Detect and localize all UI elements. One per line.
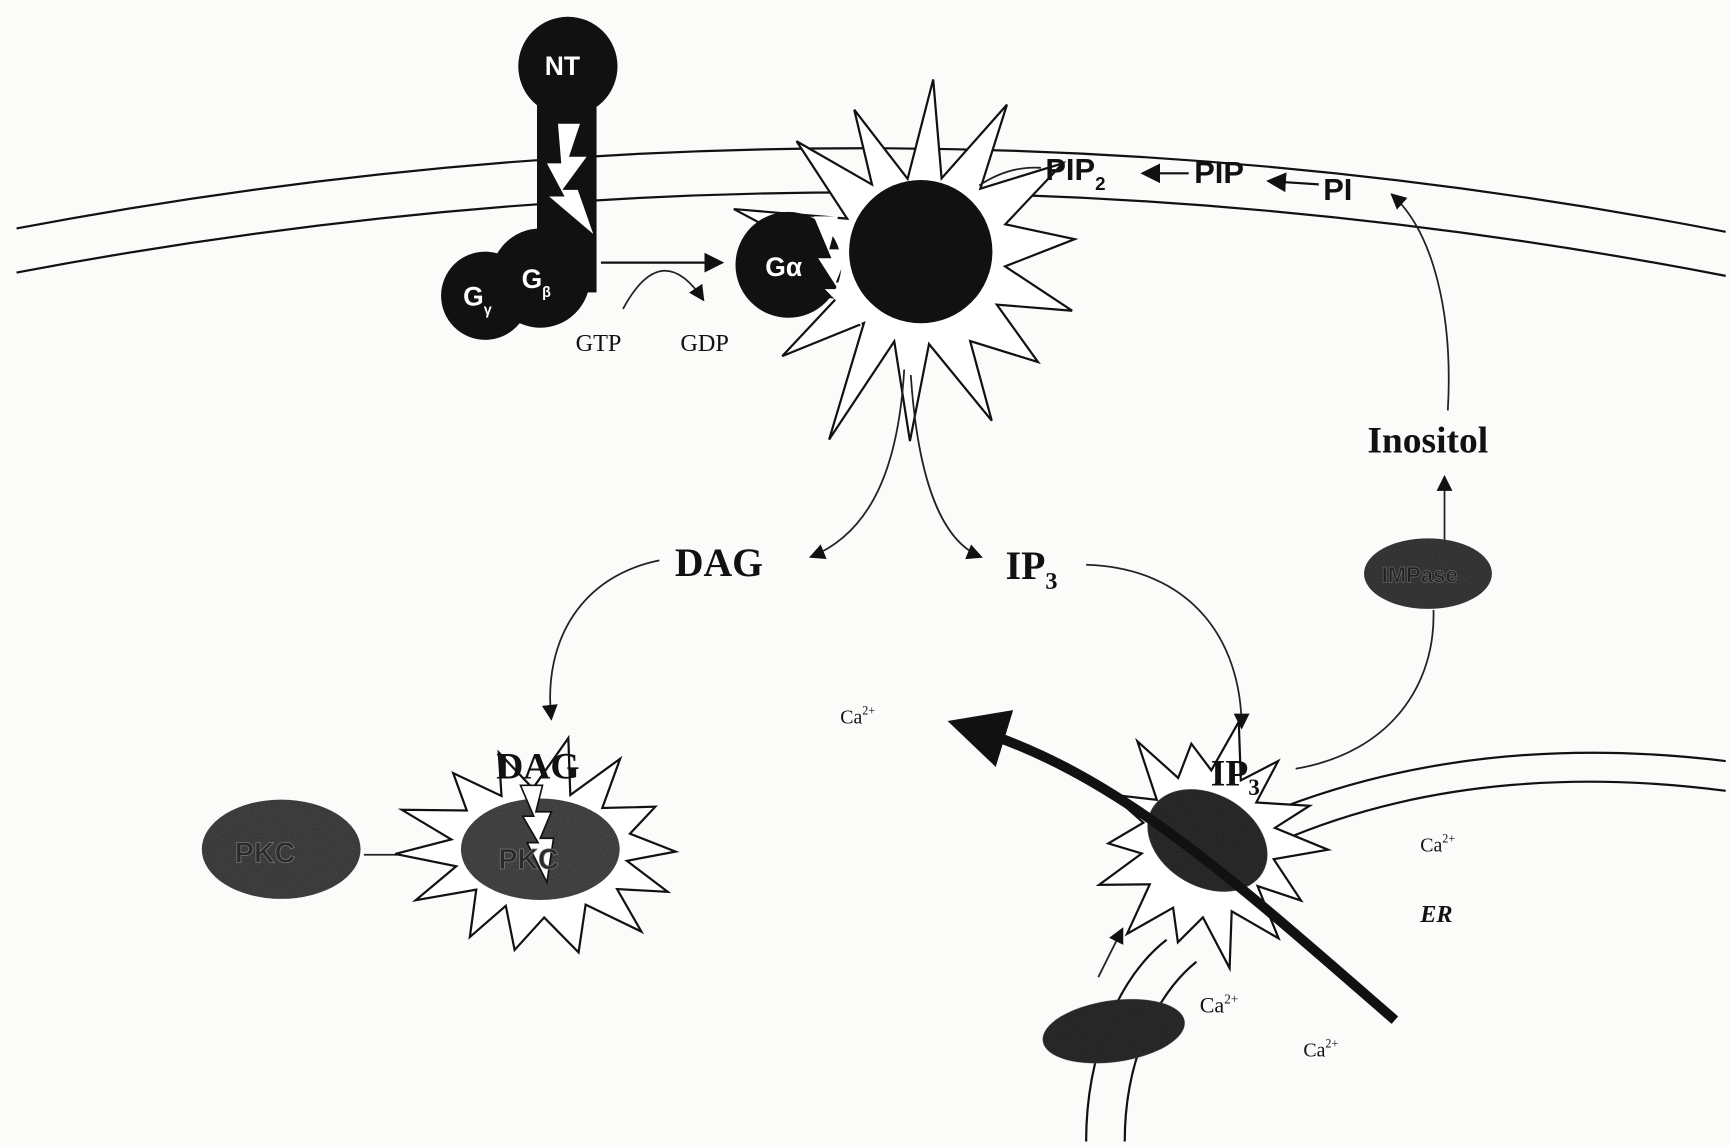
receptor: NT Gγ Gβ <box>441 17 617 340</box>
calcium-label-cytosol: Ca2+ <box>840 704 875 729</box>
ip3-to-impase-link <box>1296 610 1434 769</box>
pip2-label: PIP2 <box>1045 152 1105 194</box>
pkc-active-label: PKC <box>498 844 559 876</box>
calcium-entry-arrow <box>1098 929 1122 978</box>
calcium-channel <box>1038 991 1189 1072</box>
calcium-label-lower: Ca2+ <box>1200 992 1239 1018</box>
impase-label: IMPase <box>1382 562 1458 587</box>
ip3-label: IP3 <box>1006 544 1058 595</box>
plc-to-ip3-arrow <box>911 375 982 557</box>
inositol-label: Inositol <box>1367 420 1488 461</box>
ip3-to-er-arrow <box>1086 565 1241 728</box>
er-ip3-label: IP3 <box>1211 753 1260 801</box>
pkc-inactive-label: PKC <box>235 838 296 870</box>
dag-label: DAG <box>675 541 763 585</box>
plc-enzyme <box>849 180 992 323</box>
g-alpha-label: Gα <box>765 252 802 282</box>
dag-to-pkc-arrow <box>550 560 659 719</box>
calcium-label-er-lumen: Ca2+ <box>1420 832 1455 857</box>
er-membrane-upper-inner <box>1277 782 1726 843</box>
pkc-dag-label: DAG <box>496 747 579 788</box>
calcium-label-bottom: Ca2+ <box>1303 1037 1338 1062</box>
g-gamma-subunit <box>441 252 529 340</box>
gtp-label: GTP <box>576 330 622 357</box>
gdp-label: GDP <box>680 330 729 357</box>
pip-label: PIP <box>1194 155 1244 190</box>
gtp-gdp-arrow <box>623 271 703 309</box>
ligand-label: NT <box>545 51 580 81</box>
pi-label: PI <box>1323 172 1352 207</box>
pi-to-pip-arrow <box>1268 181 1319 184</box>
er-label: ER <box>1419 901 1452 928</box>
